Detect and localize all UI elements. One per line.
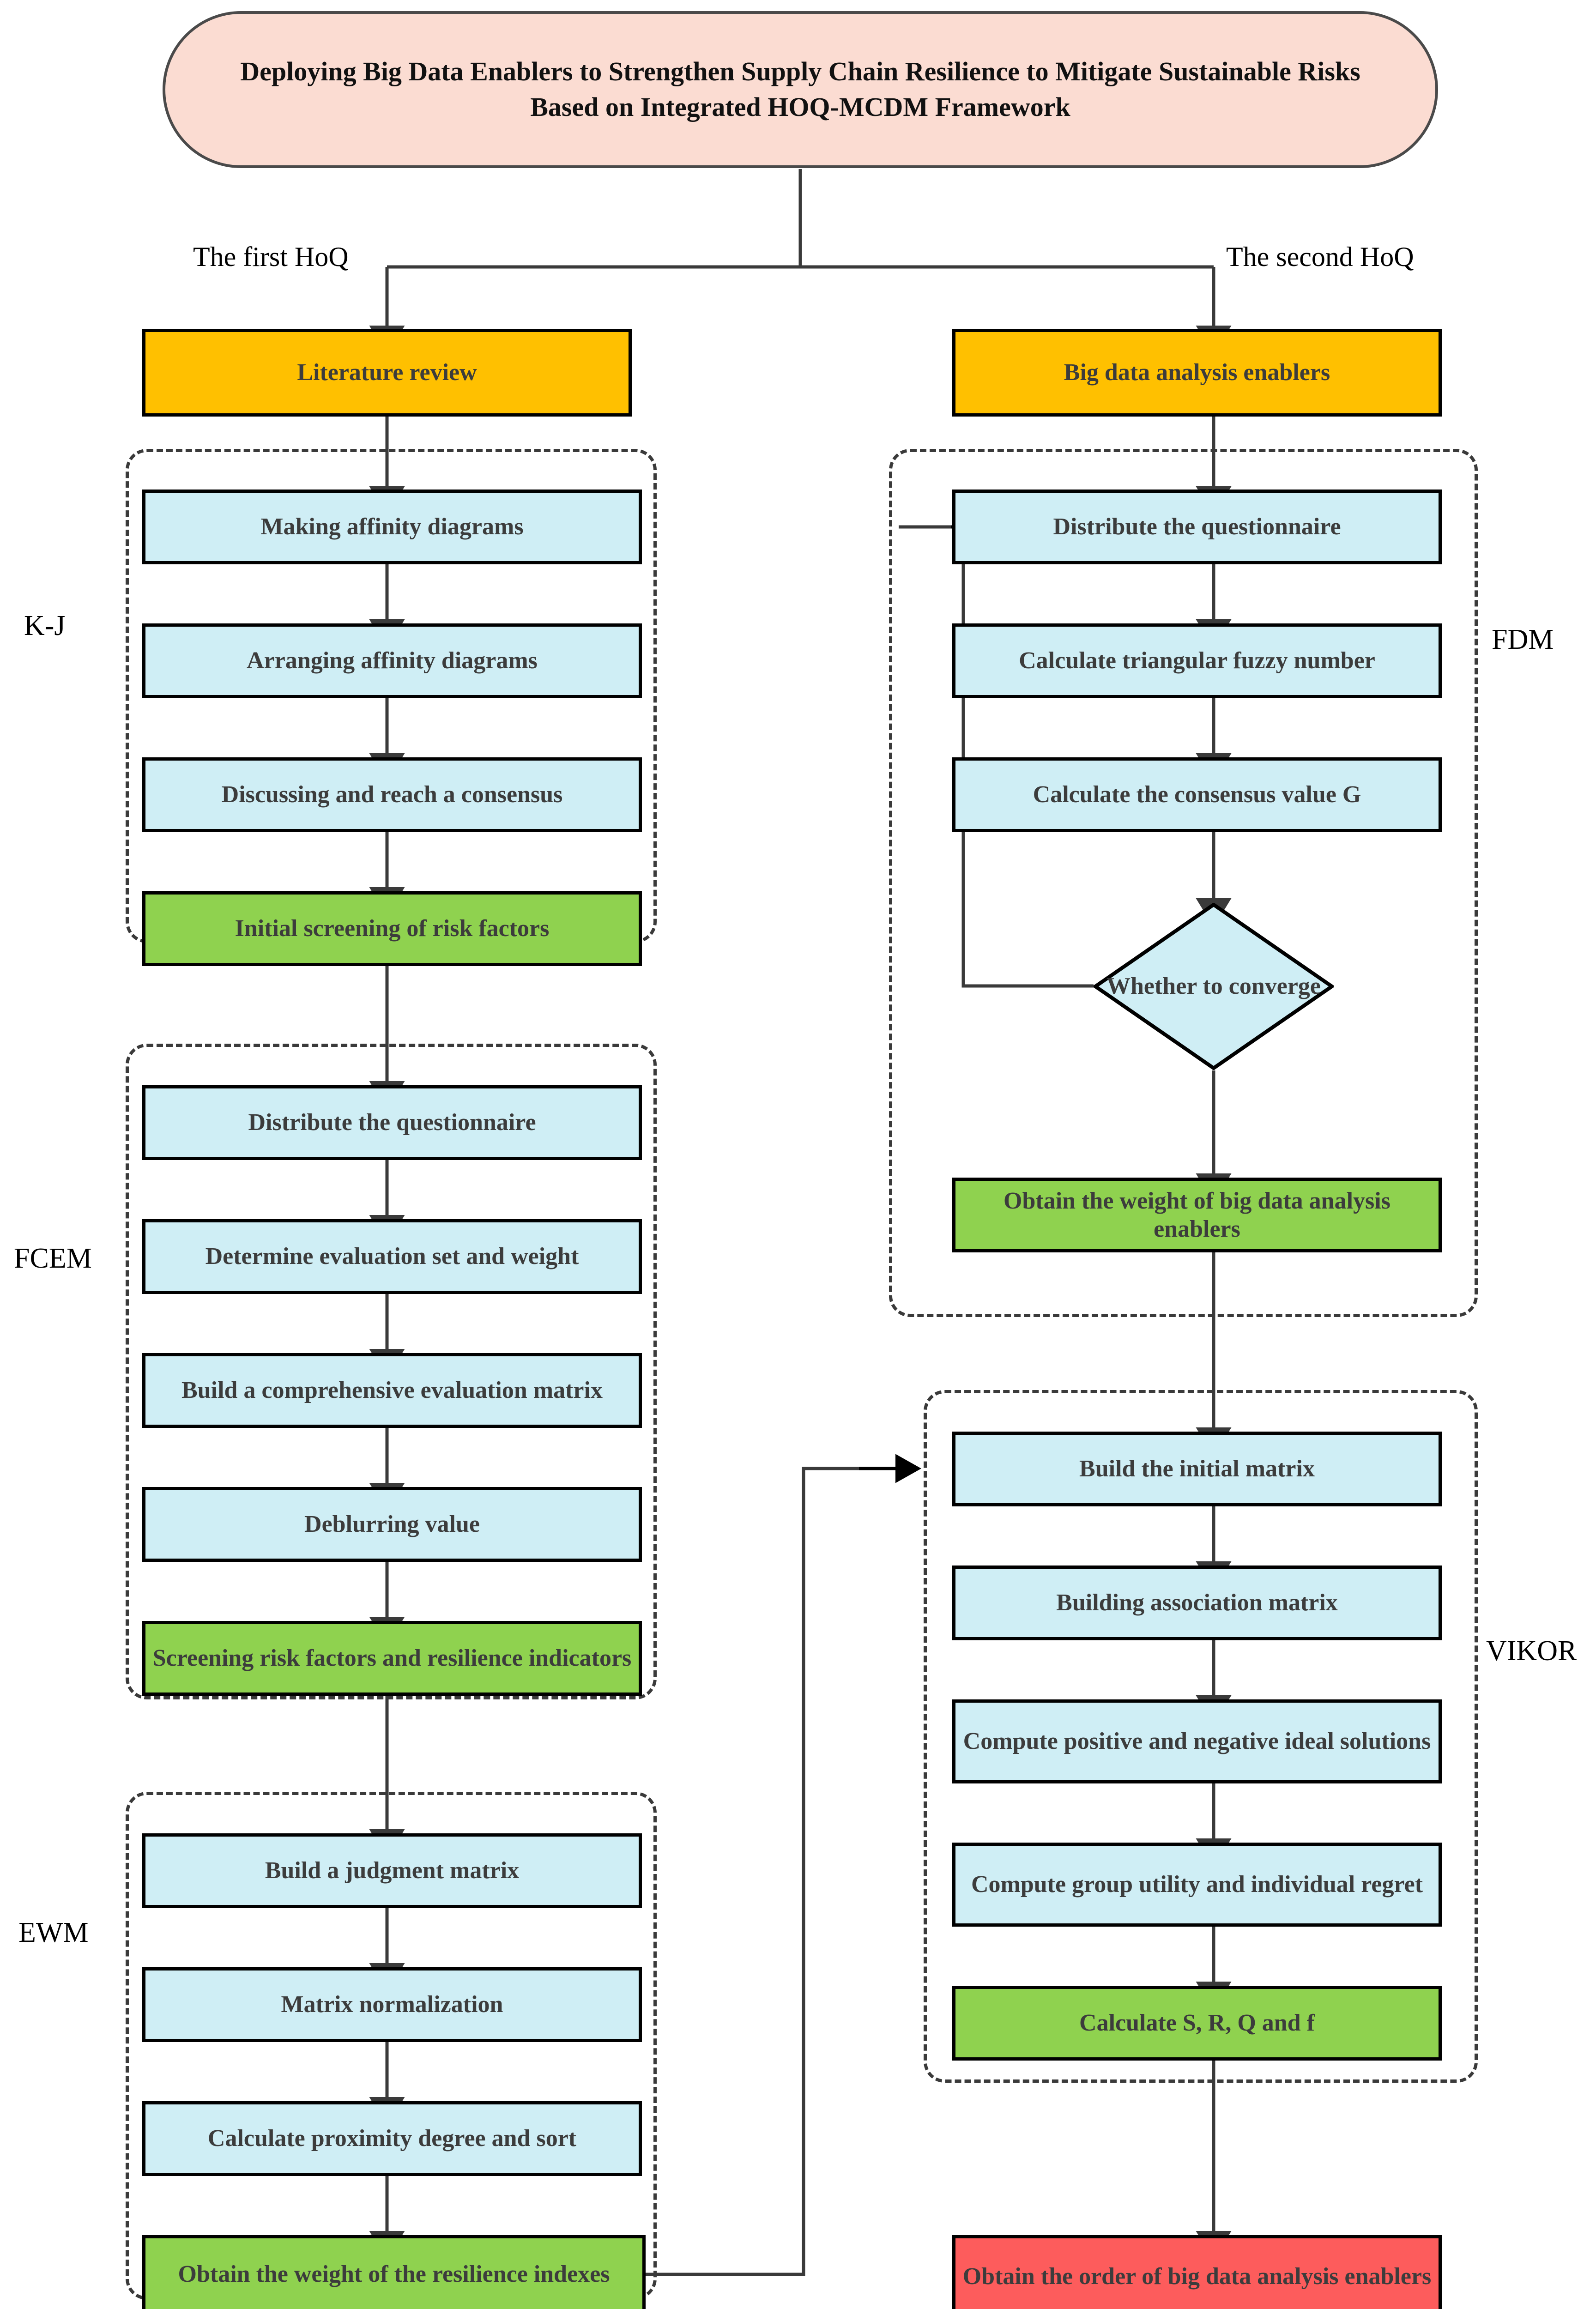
- node-fdm-distribute-questionnaire[interactable]: Distribute the questionnaire: [952, 490, 1442, 564]
- node-fcem-distribute-questionnaire[interactable]: Distribute the questionnaire: [142, 1085, 642, 1160]
- node-calculate-consensus-value-g[interactable]: Calculate the consensus value G: [952, 757, 1442, 832]
- group-fdm: [889, 449, 1478, 1317]
- node-arranging-affinity-diagrams[interactable]: Arranging affinity diagrams: [142, 623, 642, 698]
- node-calculate-proximity-degree-sort[interactable]: Calculate proximity degree and sort: [142, 2101, 642, 2176]
- node-obtain-order-big-data-enablers[interactable]: Obtain the order of big data analysis en…: [952, 2235, 1442, 2309]
- node-discussing-consensus[interactable]: Discussing and reach a consensus: [142, 757, 642, 832]
- branch-label-first-hoq: The first HoQ: [193, 242, 349, 272]
- page-title: Deploying Big Data Enablers to Strengthe…: [163, 11, 1438, 168]
- group-label-fdm: FDM: [1492, 624, 1554, 655]
- node-whether-to-converge[interactable]: Whether to converge: [1094, 903, 1334, 1070]
- node-obtain-weight-big-data-enablers[interactable]: Obtain the weight of big data analysis e…: [952, 1178, 1442, 1252]
- node-build-comprehensive-evaluation-matrix[interactable]: Build a comprehensive evaluation matrix: [142, 1353, 642, 1428]
- node-determine-evaluation-set-weight[interactable]: Determine evaluation set and weight: [142, 1219, 642, 1294]
- node-build-judgment-matrix[interactable]: Build a judgment matrix: [142, 1833, 642, 1908]
- node-literature-review[interactable]: Literature review: [142, 329, 632, 417]
- branch-label-second-hoq: The second HoQ: [1226, 242, 1414, 272]
- node-screening-risk-factors-resilience-indicators[interactable]: Screening risk factors and resilience in…: [142, 1621, 642, 1696]
- group-fcem: [126, 1044, 657, 1699]
- node-calculate-s-r-q-f[interactable]: Calculate S, R, Q and f: [952, 1986, 1442, 2061]
- group-vikor: [924, 1390, 1478, 2083]
- group-label-fcem: FCEM: [14, 1243, 92, 1274]
- node-big-data-analysis-enablers[interactable]: Big data analysis enablers: [952, 329, 1442, 417]
- node-calculate-triangular-fuzzy-number[interactable]: Calculate triangular fuzzy number: [952, 623, 1442, 698]
- group-label-ewm: EWM: [18, 1917, 89, 1948]
- node-build-initial-matrix[interactable]: Build the initial matrix: [952, 1432, 1442, 1506]
- group-label-kj: K-J: [24, 610, 66, 641]
- node-obtain-weight-resilience-indexes[interactable]: Obtain the weight of the resilience inde…: [142, 2235, 646, 2309]
- node-deblurring-value[interactable]: Deblurring value: [142, 1487, 642, 1562]
- node-compute-group-utility-regret[interactable]: Compute group utility and individual reg…: [952, 1843, 1442, 1927]
- node-building-association-matrix[interactable]: Building association matrix: [952, 1566, 1442, 1640]
- node-compute-ideal-solutions[interactable]: Compute positive and negative ideal solu…: [952, 1699, 1442, 1783]
- node-making-affinity-diagrams[interactable]: Making affinity diagrams: [142, 490, 642, 564]
- node-initial-screening-risk-factors[interactable]: Initial screening of risk factors: [142, 891, 642, 966]
- node-matrix-normalization[interactable]: Matrix normalization: [142, 1967, 642, 2042]
- group-label-vikor: VIKOR: [1486, 1635, 1577, 1667]
